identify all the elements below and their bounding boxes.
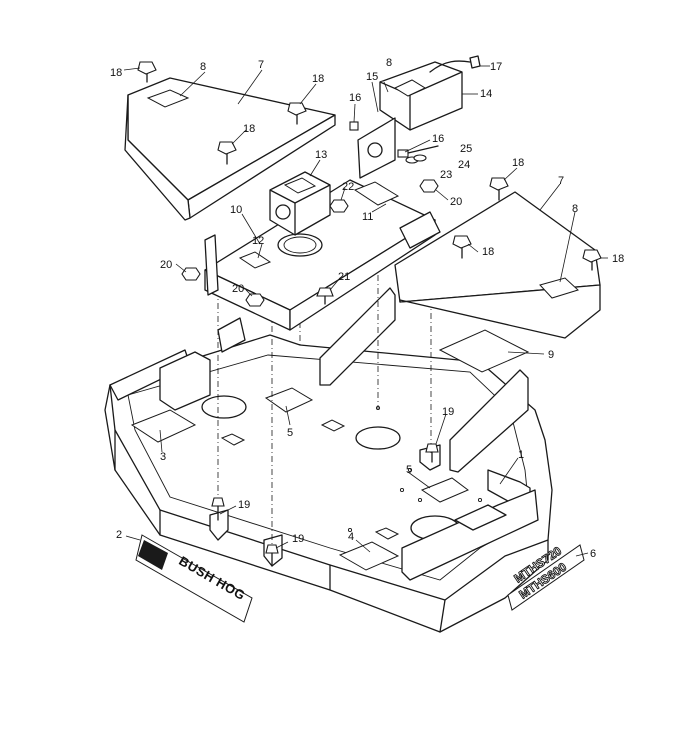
decal-5-rear xyxy=(420,477,469,503)
bolt-19-b xyxy=(211,497,225,521)
callout-8: 8 xyxy=(386,57,392,69)
callout-18: 18 xyxy=(110,67,122,79)
bolt-18-f xyxy=(582,249,602,271)
nut-20-c xyxy=(419,179,439,193)
callout-13: 13 xyxy=(315,149,327,161)
callout-18: 18 xyxy=(612,253,624,265)
callout-19: 19 xyxy=(292,533,304,545)
decal-5-front xyxy=(264,387,314,413)
callout-24: 24 xyxy=(458,159,470,171)
callout-4: 4 xyxy=(348,531,354,543)
leader-lines xyxy=(123,65,608,557)
bolt-18-c xyxy=(217,141,237,165)
callout-16: 16 xyxy=(349,92,361,104)
callout-19: 19 xyxy=(238,499,250,511)
callout-7: 7 xyxy=(558,175,564,187)
callout-18: 18 xyxy=(482,246,494,258)
bolt-19-c xyxy=(265,544,279,567)
callout-9: 9 xyxy=(548,349,554,361)
mower-deck xyxy=(104,334,553,633)
callout-25: 25 xyxy=(460,143,472,155)
callout-5: 5 xyxy=(406,464,412,476)
callout-18: 18 xyxy=(243,123,255,135)
callout-7: 7 xyxy=(258,59,264,71)
callout-3: 3 xyxy=(160,451,166,463)
deck-brackets xyxy=(109,287,539,581)
callout-5: 5 xyxy=(287,427,293,439)
bolt-21 xyxy=(316,287,334,305)
callout-8: 8 xyxy=(200,61,206,73)
deck-decals xyxy=(130,329,530,571)
nut-20-a xyxy=(181,267,201,281)
callout-10: 10 xyxy=(230,204,242,216)
callout-17: 17 xyxy=(490,61,502,73)
bolt-18-b xyxy=(287,102,307,125)
callout-2: 2 xyxy=(116,529,122,541)
bolts xyxy=(137,61,602,567)
brand-decal: BUSH HOG xyxy=(135,534,253,623)
callout-23: 23 xyxy=(440,169,452,181)
hardware xyxy=(349,121,439,164)
bolt-18-e xyxy=(452,235,472,259)
callout-15: 15 xyxy=(366,71,378,83)
right-belt-cover xyxy=(394,191,601,339)
callout-21: 21 xyxy=(338,271,350,283)
callout-20: 20 xyxy=(232,283,244,295)
callout-1: 1 xyxy=(518,449,524,461)
callout-22: 22 xyxy=(342,181,354,193)
left-belt-cover xyxy=(124,77,336,221)
callout-16: 16 xyxy=(432,133,444,145)
callout-8: 8 xyxy=(572,203,578,215)
decal-9 xyxy=(438,329,530,373)
gearbox-shield xyxy=(357,61,463,179)
callout-6: 6 xyxy=(590,548,596,560)
bolt-18-d xyxy=(489,177,509,201)
bolt-18-a xyxy=(137,61,157,83)
callout-18: 18 xyxy=(312,73,324,85)
callout-14: 14 xyxy=(480,88,492,100)
decal-3 xyxy=(130,409,197,443)
model-decal: MTHS720 MTHS600 xyxy=(507,543,585,611)
assembly-lines xyxy=(217,210,432,545)
bolt-19-a xyxy=(425,443,439,463)
callout-19: 19 xyxy=(442,406,454,418)
callout-20: 20 xyxy=(450,196,462,208)
nut-22 xyxy=(329,199,349,213)
callout-20: 20 xyxy=(160,259,172,271)
callout-labels: 18 8 7 18 18 8 15 17 14 16 16 25 24 23 1… xyxy=(110,57,624,560)
decal-4 xyxy=(338,541,400,571)
gearbox-spacer xyxy=(269,171,331,236)
callout-12: 12 xyxy=(252,235,264,247)
nut-20-b xyxy=(245,293,265,307)
callout-11: 11 xyxy=(362,211,373,223)
callout-18: 18 xyxy=(512,157,524,169)
